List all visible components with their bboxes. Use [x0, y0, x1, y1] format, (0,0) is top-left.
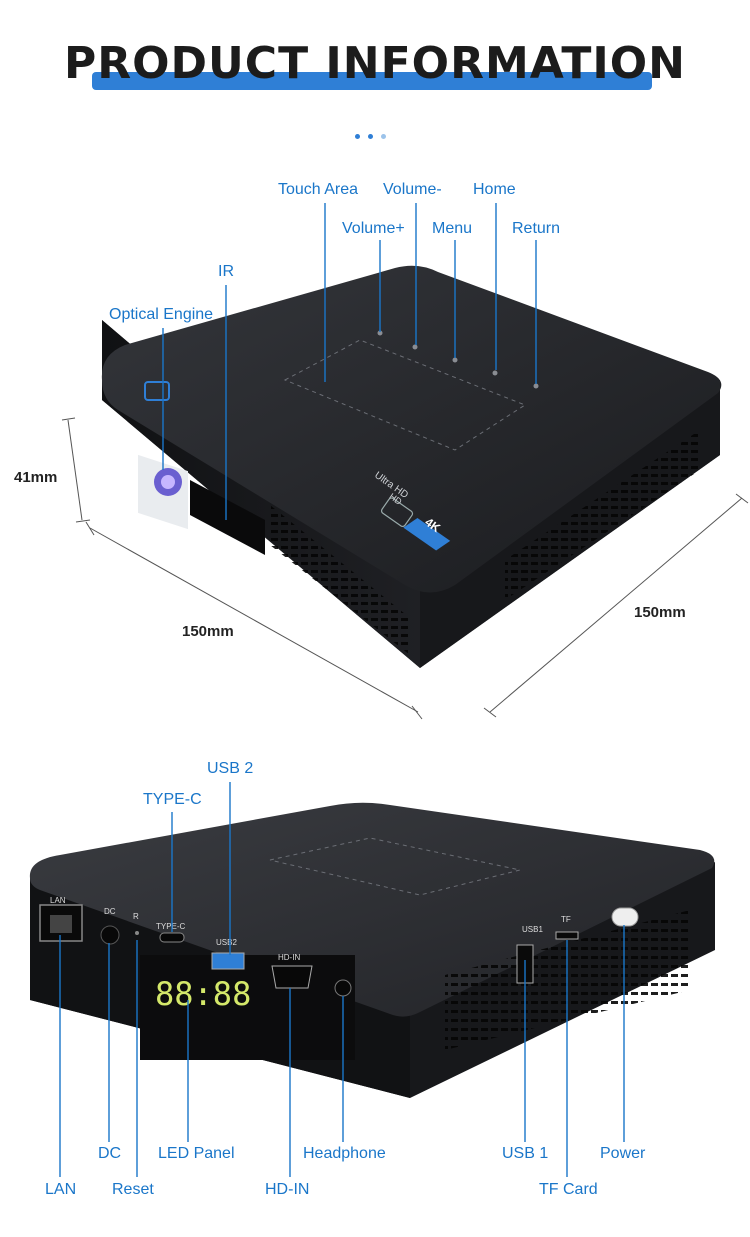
label-reset: Reset: [112, 1181, 154, 1198]
label-optical-engine: Optical Engine: [109, 306, 214, 323]
label-dc: DC: [98, 1145, 122, 1162]
port-mark-type-c: TYPE-C: [156, 922, 186, 931]
pagination-dots: [355, 124, 394, 143]
front-vents: [270, 505, 410, 655]
label-return: Return: [512, 220, 561, 237]
ultra-hd-badge: [380, 497, 451, 551]
label-usb-1: USB 1: [502, 1145, 549, 1162]
dot-1: [355, 134, 360, 139]
label-hd-in: HD-IN: [265, 1181, 310, 1198]
label-usb-2: USB 2: [207, 760, 254, 777]
dimension-lines: [61, 417, 749, 720]
side-vents: [505, 430, 700, 600]
bottom-device-top: [29, 802, 715, 1017]
control-button-marks: [377, 330, 539, 389]
dimension-depth: 150mm: [634, 604, 686, 621]
port-mark-hd-in: HD-IN: [278, 953, 300, 962]
hdmi-port: [271, 965, 313, 989]
label-menu: Menu: [432, 220, 473, 237]
label-tf-card: TF Card: [539, 1181, 598, 1198]
page-title: PRODUCT INFORMATION: [64, 38, 686, 89]
label-ir: IR: [218, 263, 234, 280]
optical-engine-lens: [138, 454, 188, 530]
dc-port: [100, 925, 120, 945]
dot-2: [368, 134, 373, 139]
device-top-face: [101, 265, 722, 593]
dimension-width: 150mm: [182, 623, 234, 640]
label-home: Home: [473, 181, 516, 198]
headphone-jack: [334, 979, 352, 997]
brand-logo: [144, 381, 170, 401]
label-type-c: TYPE-C: [143, 791, 202, 808]
port-mark-usb1: USB1: [522, 925, 543, 934]
label-volume-minus: Volume-: [383, 181, 442, 198]
port-mark-usb2: USB2: [216, 938, 237, 947]
usb2-port: [211, 952, 245, 970]
tf-slot: [555, 931, 579, 940]
led-display: 88:88: [155, 975, 251, 1013]
port-mark-lan: LAN: [50, 896, 66, 905]
label-power: Power: [600, 1145, 646, 1162]
type-c-port: [159, 932, 185, 943]
led-panel-window: [140, 955, 355, 1060]
port-mark-tf: TF: [561, 915, 571, 924]
reset-hole: [135, 931, 139, 935]
top-device-illustration: [61, 203, 749, 720]
title-section: PRODUCT INFORMATION: [0, 30, 750, 100]
port-mark-dc: DC: [104, 907, 116, 916]
power-button: [611, 907, 639, 927]
bottom-leader-lines: [59, 782, 625, 1177]
dimension-height: 41mm: [14, 469, 58, 486]
label-volume-plus: Volume+: [342, 220, 405, 237]
lan-port-inner: [50, 915, 72, 933]
touch-area-outline: [283, 339, 527, 451]
ir-window: [190, 480, 265, 555]
title-underline: [92, 72, 652, 90]
dot-3: [381, 134, 386, 139]
port-mark-r: R: [133, 912, 139, 921]
label-headphone: Headphone: [303, 1145, 386, 1162]
top-leader-lines: [162, 203, 537, 520]
label-touch-area: Touch Area: [278, 181, 359, 198]
label-lan: LAN: [45, 1181, 77, 1198]
label-led-panel: LED Panel: [158, 1145, 235, 1162]
bottom-touch-area: [269, 837, 521, 896]
